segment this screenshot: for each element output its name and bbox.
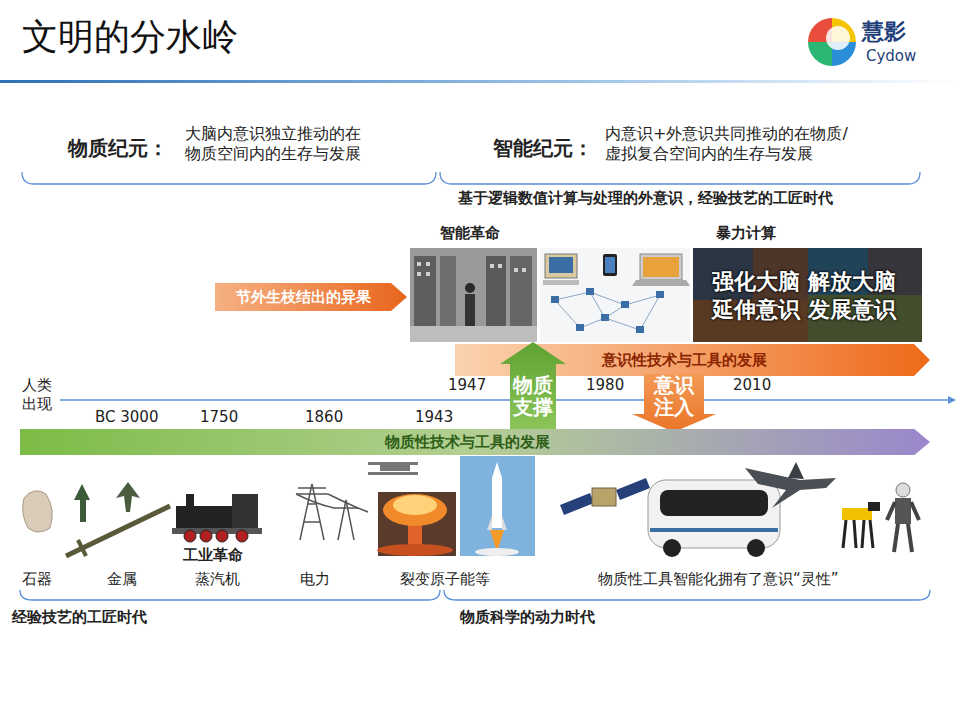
arrow-text-box: 节外生枝结出的异果 — [215, 283, 407, 311]
autonomous-bus — [648, 480, 780, 557]
metal-tools — [66, 482, 170, 556]
stone-tool — [23, 491, 53, 532]
arrow-text-box: 物质性技术与工具的发展 — [20, 429, 930, 455]
epoch-heading: 物质纪元： — [68, 136, 168, 161]
power-pylon — [296, 484, 368, 540]
arrow-fill — [215, 283, 407, 311]
band-label: 物质支撑 — [512, 374, 554, 418]
timeline-year: 1860 — [305, 408, 343, 427]
era-note: 基于逻辑数值计算与处理的外意识，经验技艺的工匠时代 — [458, 189, 833, 208]
logo-mark — [808, 18, 856, 66]
rocket-launch — [460, 456, 535, 556]
item-caption: 电力 — [300, 570, 330, 589]
atomic-cloud — [377, 492, 456, 556]
item-caption: 金属 — [107, 570, 137, 589]
computer-devices — [540, 248, 690, 342]
satellite — [560, 478, 650, 515]
timeline-year: 1943 — [415, 408, 453, 427]
item-caption: 裂变原子能等 — [400, 570, 490, 589]
timeline-year: 2010 — [733, 376, 771, 395]
bracket — [20, 172, 930, 600]
arrow-band: 意识注入 — [632, 374, 716, 432]
epoch-text: 内意识+外意识共同推动的在物质/虚拟复合空间内的生存与发展 — [605, 124, 851, 164]
arrow-fill — [632, 374, 716, 432]
epoch-text: 大脑内意识独立推动的在物质空间内的生存与发展 — [185, 124, 369, 164]
band-label: 意识注入 — [653, 374, 695, 418]
arrow-band: 物质性技术与工具的发展 — [20, 429, 930, 455]
title-rule — [0, 80, 960, 83]
arrow-fill — [500, 342, 566, 430]
era-label: 经验技艺的工匠时代 — [12, 608, 147, 627]
arrow-band: 节外生枝结出的异果 — [215, 283, 407, 311]
timeline-year: BC 3000 — [95, 408, 158, 427]
photo-overlay-text: 强化大脑 解放大脑 延伸意识 发展意识 — [712, 268, 918, 323]
stealth-jet — [745, 462, 836, 508]
arrow-fill — [20, 429, 930, 455]
slide-title: 文明的分水岭 — [22, 14, 238, 59]
logo-text: Cydow — [866, 47, 916, 66]
biplane — [368, 462, 418, 475]
computing-photos — [693, 248, 922, 342]
timeline-axis — [60, 396, 956, 404]
arrow-text-box: 意识注入 — [632, 374, 716, 432]
item-caption: 物质性工具智能化拥有了意识“灵性” — [598, 570, 839, 589]
timeline-year: 1980 — [586, 376, 624, 395]
timeline-year: 1750 — [200, 408, 238, 427]
item-caption: 石器 — [22, 570, 52, 589]
arrow-band: 物质支撑 — [500, 342, 566, 430]
item-heading: 工业革命 — [183, 546, 243, 565]
timeline-label: 人类出现 — [22, 376, 54, 414]
logo-text: 慧影 — [862, 18, 906, 46]
epoch-heading: 智能纪元： — [493, 136, 593, 161]
band-label: 节外生枝结出的异果 — [236, 288, 371, 306]
eniac-photo — [410, 248, 537, 342]
item-caption: 蒸汽机 — [195, 570, 240, 589]
image-caption: 暴力计算 — [716, 224, 776, 243]
era-label: 物质科学的动力时代 — [460, 608, 595, 627]
robots — [842, 483, 919, 552]
image-caption: 智能革命 — [440, 224, 500, 243]
band-label: 物质性技术与工具的发展 — [385, 433, 550, 451]
band-label: 意识性技术与工具的发展 — [602, 351, 767, 369]
arrow-text-box: 物质支撑 — [500, 342, 566, 430]
timeline-year: 1947 — [448, 376, 486, 395]
steam-locomotive — [172, 494, 262, 542]
